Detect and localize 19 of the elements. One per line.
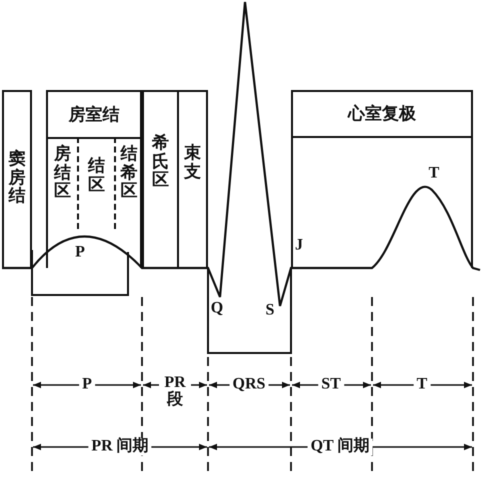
region-heading: 心室复极 — [293, 92, 471, 138]
region-column: 房结区 — [48, 137, 77, 229]
interval-label: PR段 — [159, 375, 191, 409]
region-column: 结希区 — [114, 137, 142, 229]
interval-label: PR 间期 — [88, 438, 152, 456]
wave-label: T — [428, 166, 440, 182]
wave-label: P — [75, 244, 85, 262]
interval-label: QRS — [230, 376, 268, 394]
interval-label: QT 间期 — [308, 438, 372, 456]
region-box — [291, 90, 473, 268]
region-column: 窦房结 — [2, 90, 32, 268]
region-column: 希氏区 — [142, 90, 179, 268]
region-heading: 房室结 — [48, 92, 140, 139]
region-box — [46, 90, 142, 268]
wave-label: Q — [210, 300, 224, 318]
wave-label: J — [295, 238, 303, 254]
wave-label: S — [266, 302, 274, 320]
region-column: 结区 — [77, 137, 114, 229]
region-column: 束支 — [177, 90, 208, 268]
